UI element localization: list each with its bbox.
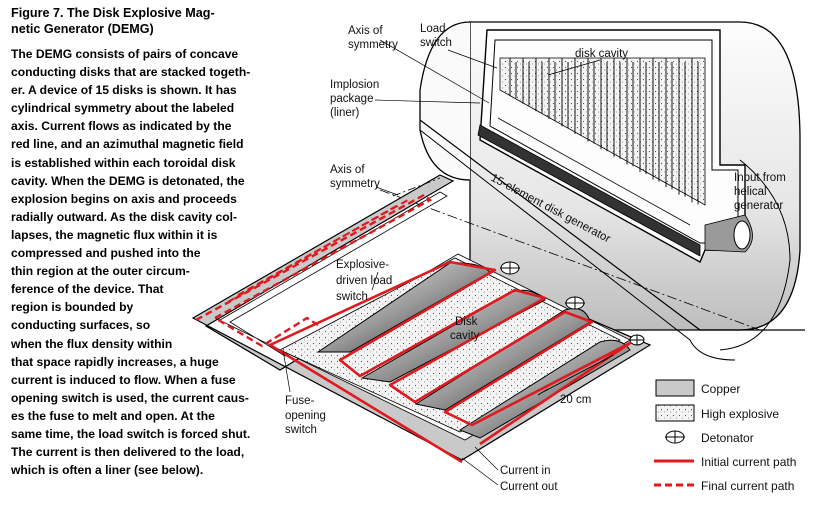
legend-label-explosive: High explosive [701,407,779,421]
caption-line: explosion begins on axis and proceeds [11,191,237,206]
caption-line: thin region at the outer circum- [11,264,190,279]
disk-divider [691,58,699,205]
label-input-3: generator [734,200,783,212]
legend-swatch-explosive [655,404,695,422]
figure-caption: The DEMG consists of pairs of concave co… [11,45,261,479]
caption-line: is established within each toroidal disk [11,155,236,170]
label-dimension: 20 cm [560,394,591,406]
caption-line: radially outward. As the disk cavity col… [11,209,238,224]
detonator-icon [565,296,585,310]
disk-divider [665,58,673,190]
legend-swatch-copper [655,379,695,397]
legend-label-initial: Initial current path [701,455,796,469]
title-line-2: netic Generator (DEMG) [11,22,154,36]
detonator-icon [500,261,520,275]
label-implosion-1: Implosion [330,79,379,91]
figure-title: Figure 7. The Disk Explosive Mag- netic … [11,5,261,37]
disk-divider [587,58,595,144]
label-fuse-3: switch [285,424,317,436]
label-fuse-1: Fuse- [285,395,315,407]
label-input-1: Input from [734,172,786,184]
legend: Copper High explosive Detonator Initial … [654,379,796,493]
label-load-switch-1: Load [420,23,446,35]
disk-divider [535,58,543,114]
disk-divider [678,58,686,197]
label-current-in: Current in [500,465,551,477]
disk-divider [574,58,582,136]
label-implosion-3: (liner) [330,107,360,119]
caption-line: conducting disks that are stacked togeth… [11,65,251,80]
label-explosive-switch-2: driven load [336,275,392,287]
title-line-1: Figure 7. The Disk Explosive Mag- [11,6,215,20]
legend-label-detonator: Detonator [701,431,754,445]
caption-line: compressed and pushed into the [11,246,201,261]
label-implosion-2: package [330,93,373,105]
caption-line: es the fuse to melt and open. At the [11,408,215,423]
caption-line: that space rapidly increases, a huge [11,354,219,369]
disk-divider [561,58,569,129]
disk-divider [652,58,660,182]
legend-label-final: Final current path [701,479,794,493]
disk-stack [477,57,706,257]
caption-line: current is induced to flow. When a fuse [11,372,236,387]
disk-divider [639,58,647,174]
label-explosive-switch-3: switch [336,291,368,303]
caption-line: same time, the load switch is forced shu… [11,426,251,441]
label-disk-cavity-1: Disk [455,316,478,328]
label-input-2: helical [734,186,767,198]
disk-divider [626,58,634,167]
label-axis-mid-1: Axis of [330,164,365,176]
label-explosive-switch-1: Explosive- [336,259,389,271]
caption-line: lapses, the magnetic flux within it is [11,227,218,242]
label-disk-cavity-2: cavity [450,330,480,342]
disk-divider [600,58,608,152]
caption-line: which is often a liner (see below). [11,463,204,478]
caption-line: cavity. When the DEMG is detonated, the [11,173,245,188]
legend-detonator-icon [665,430,685,444]
caption-line: The current is then delivered to the loa… [11,445,245,460]
caption-line: when the flux density within [11,336,173,351]
disk-divider [509,58,517,98]
caption-line: red line, and an azimuthal magnetic fiel… [11,137,244,152]
caption-line: The DEMG consists of pairs of concave [11,47,239,61]
disk-divider [613,58,621,159]
initial-current-path [268,260,632,464]
legend-label-copper: Copper [701,382,740,396]
label-disk-cavity-top: disk cavity [575,48,628,60]
caption-line: ference of the device. That [11,282,164,297]
label-axis-top-2: symmetry [348,39,398,51]
generator-cylinder [379,21,805,361]
label-axis-top-1: Axis of [348,25,383,37]
detonator-icon [629,334,645,346]
label-current-out: Current out [500,481,558,493]
label-fuse-2: opening [285,410,326,422]
caption-line: er. A device of 15 disks is shown. It ha… [11,83,237,98]
disk-divider [548,58,556,121]
caption-line: cylindrical symmetry about the labeled [11,101,235,116]
label-load-switch-2: switch [420,37,452,49]
caption-line: axis. Current flows as indicated by the [11,119,232,134]
label-axis-mid-2: symmetry [330,178,380,190]
caption-line: region is bounded by [11,300,134,315]
cross-section [191,174,652,464]
disk-divider [522,58,530,106]
caption-line: opening switch is used, the current caus… [11,390,249,405]
caption-line: conducting surfaces, so [11,318,151,333]
final-current-path [195,193,433,348]
